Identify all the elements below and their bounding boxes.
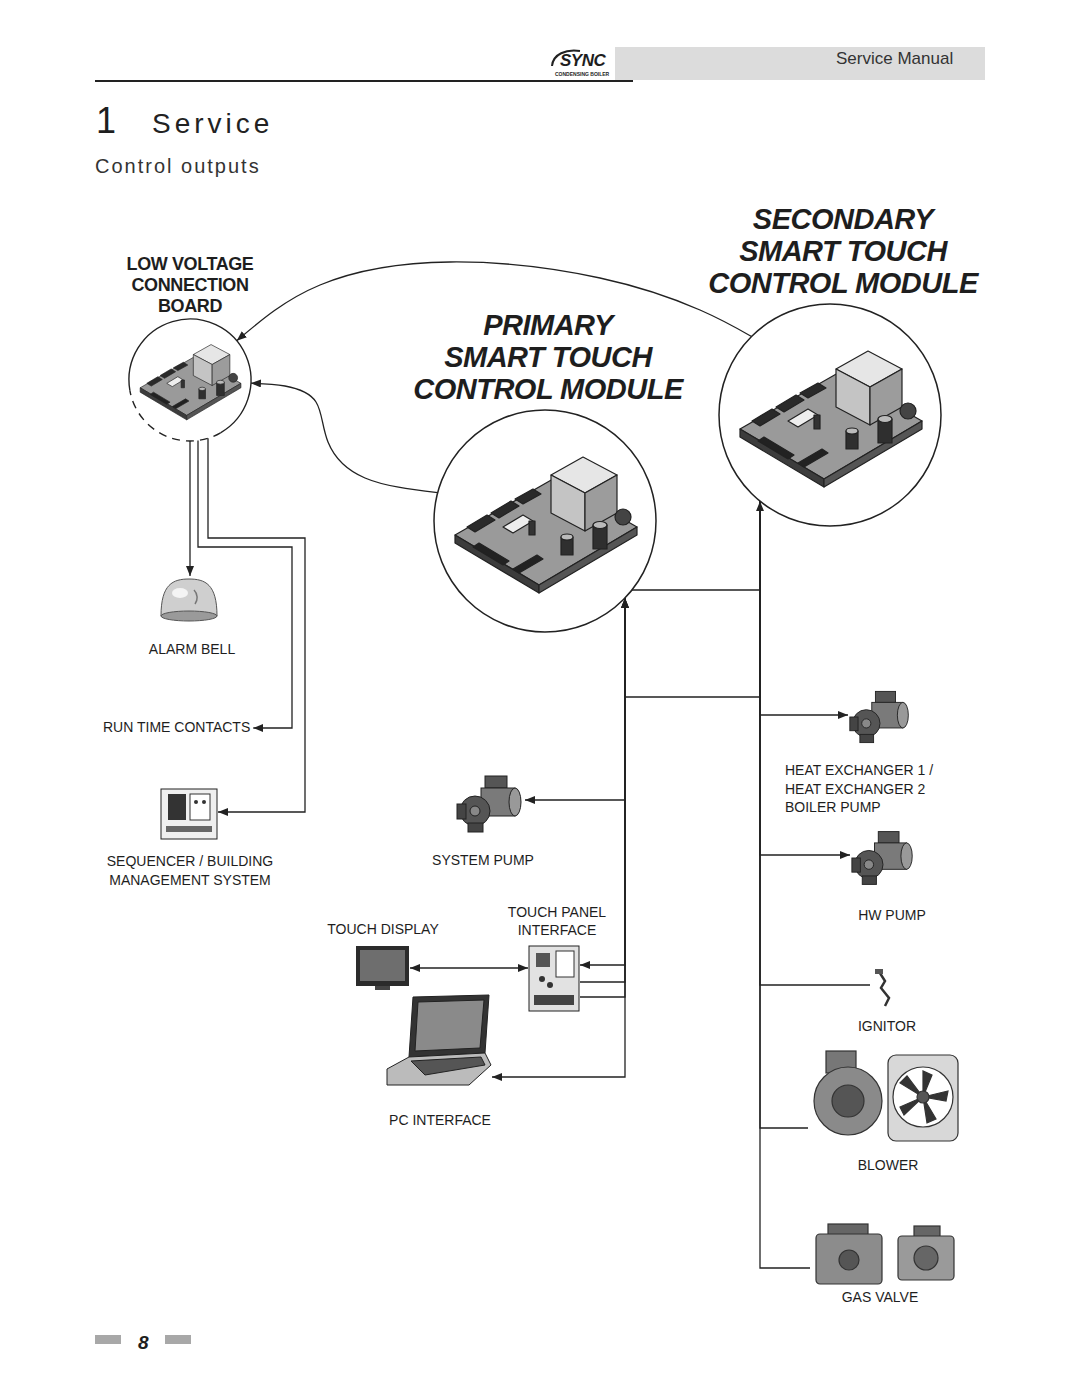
page-title: Service bbox=[152, 108, 273, 140]
part-label: HW PUMP bbox=[858, 907, 926, 924]
gas-valve-icon: GAS VALVE bbox=[810, 1222, 962, 1286]
board-circle: LOW VOLTAGE CONNECTION BOARD bbox=[128, 318, 252, 442]
display-icon: TOUCH DISPLAY bbox=[355, 945, 410, 992]
laptop-icon: PC INTERFACE bbox=[385, 995, 492, 1087]
sequencer-panel: SEQUENCER / BUILDING MANAGEMENT SYSTEM bbox=[160, 788, 218, 840]
section-subtitle: Control outputs bbox=[95, 155, 261, 178]
header-rule bbox=[95, 80, 633, 82]
signal-connector bbox=[760, 501, 810, 1268]
panel-drawing bbox=[528, 945, 580, 1012]
signal-connector bbox=[760, 501, 848, 715]
module-heading: LOW VOLTAGE CONNECTION BOARD bbox=[127, 254, 254, 317]
signal-connector bbox=[625, 501, 760, 697]
valve-drawing bbox=[810, 1222, 962, 1286]
ignitor-drawing bbox=[870, 968, 898, 1008]
pump-icon: HW PUMP bbox=[850, 828, 916, 888]
part-label: SEQUENCER / BUILDING MANAGEMENT SYSTEM bbox=[107, 852, 273, 890]
signal-connector bbox=[251, 383, 438, 492]
module-heading: PRIMARY SMART TOUCH CONTROL MODULE bbox=[413, 309, 683, 405]
seq-drawing bbox=[160, 788, 218, 840]
logo-subtext: CONDENSING BOILER bbox=[555, 71, 609, 77]
pump-drawing bbox=[455, 773, 525, 835]
page-bar bbox=[165, 1335, 191, 1344]
module-heading: SECONDARY SMART TOUCH CONTROL MODULE bbox=[708, 203, 978, 299]
module-circle: SECONDARY SMART TOUCH CONTROL MODULE bbox=[718, 303, 942, 527]
page-bar bbox=[95, 1335, 121, 1344]
contact-label: RUN TIME CONTACTS bbox=[100, 718, 253, 737]
signal-connector bbox=[760, 501, 870, 985]
part-label: BLOWER bbox=[858, 1157, 919, 1174]
control-board-drawing bbox=[718, 303, 942, 527]
blower-icon: BLOWER bbox=[808, 1045, 964, 1147]
logo-text: SYNC bbox=[560, 51, 605, 71]
part-label: ALARM BELL bbox=[149, 641, 235, 658]
alarm-bell: ALARM BELL bbox=[158, 576, 220, 622]
header-text: Service Manual bbox=[836, 49, 953, 69]
blower-drawing bbox=[808, 1045, 964, 1147]
signal-connector bbox=[492, 598, 625, 1077]
part-label: SYSTEM PUMP bbox=[432, 852, 534, 869]
section-number: 1 bbox=[96, 100, 116, 142]
ignitor-icon: IGNITOR bbox=[870, 968, 898, 1008]
part-label: IGNITOR bbox=[858, 1018, 916, 1035]
laptop-drawing bbox=[385, 995, 492, 1087]
page-number: 8 bbox=[138, 1332, 149, 1354]
header-bar bbox=[615, 47, 985, 80]
part-label: HEAT EXCHANGER 1 / HEAT EXCHANGER 2 BOIL… bbox=[785, 761, 933, 817]
display-drawing bbox=[355, 945, 410, 992]
signal-connector bbox=[208, 438, 305, 812]
interface-board: TOUCH PANEL INTERFACE bbox=[528, 945, 580, 1012]
control-board-drawing bbox=[433, 409, 657, 633]
signal-connector bbox=[198, 440, 292, 728]
part-label: RUN TIME CONTACTS bbox=[100, 718, 253, 737]
bell-drawing bbox=[158, 576, 220, 622]
signal-connector bbox=[189, 441, 190, 576]
signal-connector bbox=[410, 967, 528, 968]
pump-drawing bbox=[848, 688, 912, 746]
pump-icon: SYSTEM PUMP bbox=[455, 773, 525, 835]
control-board-drawing bbox=[128, 318, 252, 442]
pump-icon: HEAT EXCHANGER 1 / HEAT EXCHANGER 2 BOIL… bbox=[848, 688, 912, 746]
part-label: TOUCH PANEL INTERFACE bbox=[508, 903, 606, 939]
pump-drawing bbox=[850, 828, 916, 888]
module-circle: PRIMARY SMART TOUCH CONTROL MODULE bbox=[433, 409, 657, 633]
signal-connector bbox=[632, 501, 760, 590]
part-label: TOUCH DISPLAY bbox=[327, 921, 439, 938]
part-label: PC INTERFACE bbox=[389, 1112, 491, 1129]
part-label: GAS VALVE bbox=[842, 1289, 919, 1306]
